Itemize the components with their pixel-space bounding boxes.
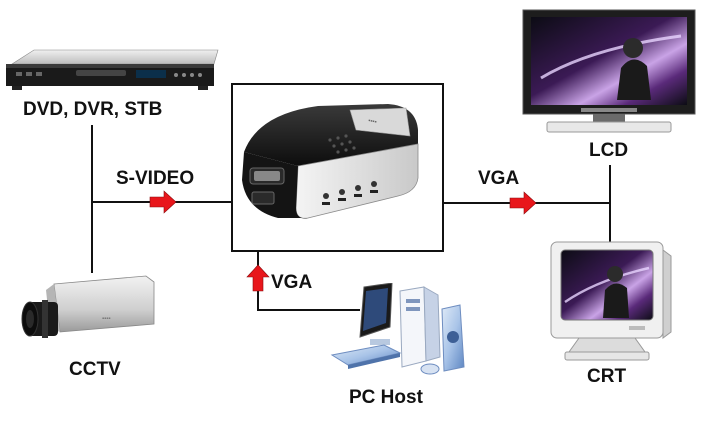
left-vertical-line: [91, 125, 93, 273]
vga-input-label: VGA: [271, 272, 313, 293]
crt-label: CRT: [587, 366, 627, 387]
bottom-horizontal-line: [257, 309, 360, 311]
svideo-label: S-VIDEO: [116, 168, 195, 189]
svg-text:▪▪▪▪: ▪▪▪▪: [368, 118, 378, 126]
right-arrow-icon: [508, 191, 538, 215]
crt-monitor-icon: [549, 240, 673, 364]
dvd-player-icon: [4, 48, 220, 92]
svg-text:▪▪▪▪: ▪▪▪▪: [102, 316, 111, 322]
desktop-pc-icon: [330, 283, 480, 379]
up-arrow-icon: [246, 263, 270, 293]
lcd-monitor-icon: [521, 8, 697, 138]
security-camera-icon: ▪▪▪▪: [20, 272, 160, 354]
dvd-label: DVD, DVR, STB: [23, 99, 163, 120]
right-vertical-line: [609, 165, 611, 245]
right-arrow-icon: [148, 190, 178, 214]
lcd-label: LCD: [589, 140, 629, 161]
vga-output-label: VGA: [478, 168, 520, 189]
vga-to-tv-converter-icon: ▪▪▪▪: [238, 100, 434, 230]
cctv-label: CCTV: [69, 359, 121, 380]
pc-host-label: PC Host: [349, 387, 423, 408]
